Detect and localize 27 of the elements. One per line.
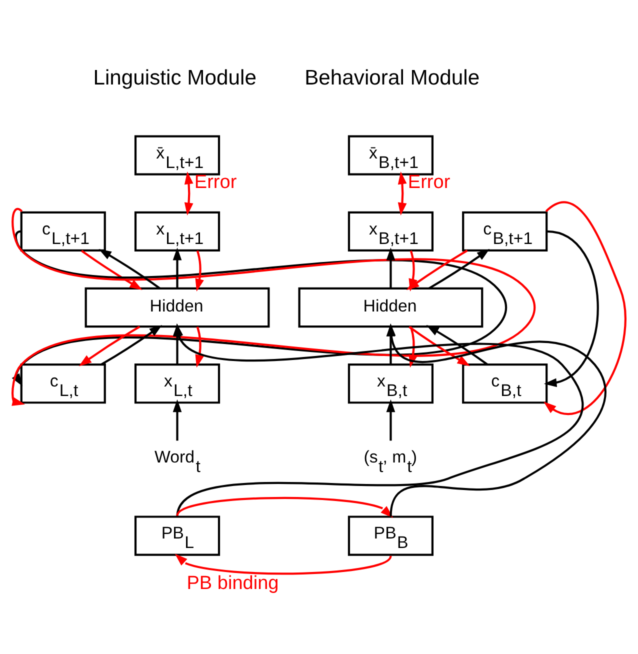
arrow — [172, 398, 182, 440]
arrow — [12, 210, 536, 406]
arrow — [544, 200, 626, 414]
arrow — [386, 247, 396, 288]
arrow — [428, 248, 490, 289]
arrow — [195, 326, 204, 368]
arrow — [408, 326, 470, 366]
label: Behavioral Module — [304, 66, 480, 90]
arrow — [184, 171, 194, 215]
arrow — [78, 325, 140, 366]
arrow — [426, 324, 488, 365]
arrow — [172, 247, 182, 288]
node-box: Hidden — [298, 286, 484, 328]
arrow — [174, 553, 392, 574]
arrow — [195, 250, 204, 291]
arrow — [398, 171, 407, 215]
node-box: Hidden — [84, 286, 270, 328]
arrow — [408, 326, 418, 368]
arrow — [176, 496, 394, 518]
arrow — [98, 248, 160, 289]
arrow — [544, 230, 599, 387]
arrow — [100, 324, 162, 365]
label: Linguistic Module — [93, 66, 256, 90]
arrow — [12, 230, 508, 386]
arrow — [81, 249, 142, 290]
edge-label: PB binding — [186, 572, 279, 594]
arrow — [386, 398, 396, 440]
